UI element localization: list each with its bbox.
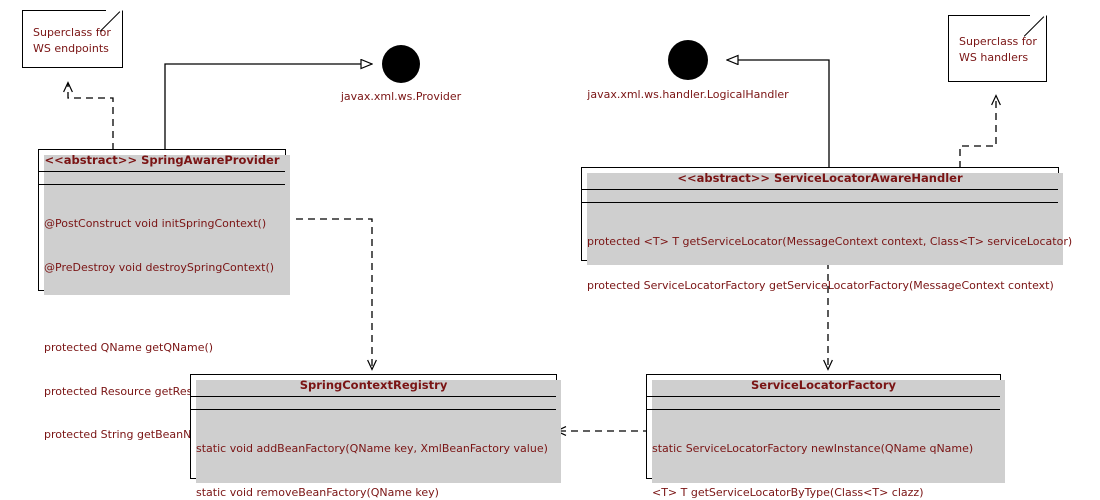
class-title: SpringContextRegistry [191,375,556,397]
class-title: <<abstract>> ServiceLocatorAwareHandler [582,168,1058,190]
note-ws-handlers-line2: WS handlers [959,51,1029,64]
class-operation-spacer [44,304,280,312]
note-ws-handlers: Superclass for WS handlers [948,15,1047,82]
edge-dependency-provider-to-registry [296,218,377,371]
class-operation: @PostConstruct void initSpringContext() [44,217,267,230]
interface-provider-icon [382,45,420,83]
class-attributes-compartment [39,172,285,185]
interface-provider-label: javax.xml.ws.Provider [340,90,462,103]
class-attributes-compartment [191,397,556,410]
class-operation: static void removeBeanFactory(QName key) [196,485,439,499]
note-fold-line-icon [100,9,124,33]
class-operation: protected <T> T getServiceLocator(Messag… [587,235,1073,248]
class-spring-context-registry[interactable]: SpringContextRegistry static void addBea… [190,374,561,499]
class-operation: protected QName getQName() [44,341,214,354]
class-attributes-compartment [647,397,1000,410]
class-title: <<abstract>> SpringAwareProvider [39,150,285,172]
class-title: ServiceLocatorFactory [647,375,1000,397]
class-spring-aware-provider[interactable]: <<abstract>> SpringAwareProvider @PostCo… [38,149,290,441]
class-operation: <T> T getServiceLocatorByType(Class<T> c… [652,485,924,499]
class-operation: @PreDestroy void destroySpringContext() [44,260,275,274]
class-operation: protected ServiceLocatorFactory getServi… [587,278,1054,292]
interface-logical-handler-label: javax.xml.ws.handler.LogicalHandler [587,88,789,101]
edge-realization-provider [164,64,372,150]
edge-note-anchor-handlers [959,94,1001,168]
edge-note-anchor-endpoints [63,81,114,150]
note-ws-endpoints-line2: WS endpoints [33,42,109,55]
note-fold-line-icon [1024,14,1048,38]
class-service-locator-aware-handler[interactable]: <<abstract>> ServiceLocatorAwareHandler … [581,167,1072,292]
note-ws-endpoints: Superclass for WS endpoints [22,10,123,68]
class-operations-compartment: static ServiceLocatorFactory newInstance… [647,410,1000,500]
class-operations-compartment: protected <T> T getServiceLocator(Messag… [582,203,1073,326]
class-attributes-compartment [582,190,1058,203]
note-ws-endpoints-line1: Superclass for [33,26,111,39]
class-operation: static void addBeanFactory(QName key, Xm… [196,442,548,455]
class-service-locator-factory[interactable]: ServiceLocatorFactory static ServiceLoca… [646,374,1005,499]
class-operation: static ServiceLocatorFactory newInstance… [652,442,974,455]
edge-realization-logical-handler [727,60,830,168]
note-ws-handlers-line1: Superclass for [959,35,1037,48]
class-operations-compartment: static void addBeanFactory(QName key, Xm… [191,410,556,500]
interface-logical-handler-icon [668,40,708,80]
